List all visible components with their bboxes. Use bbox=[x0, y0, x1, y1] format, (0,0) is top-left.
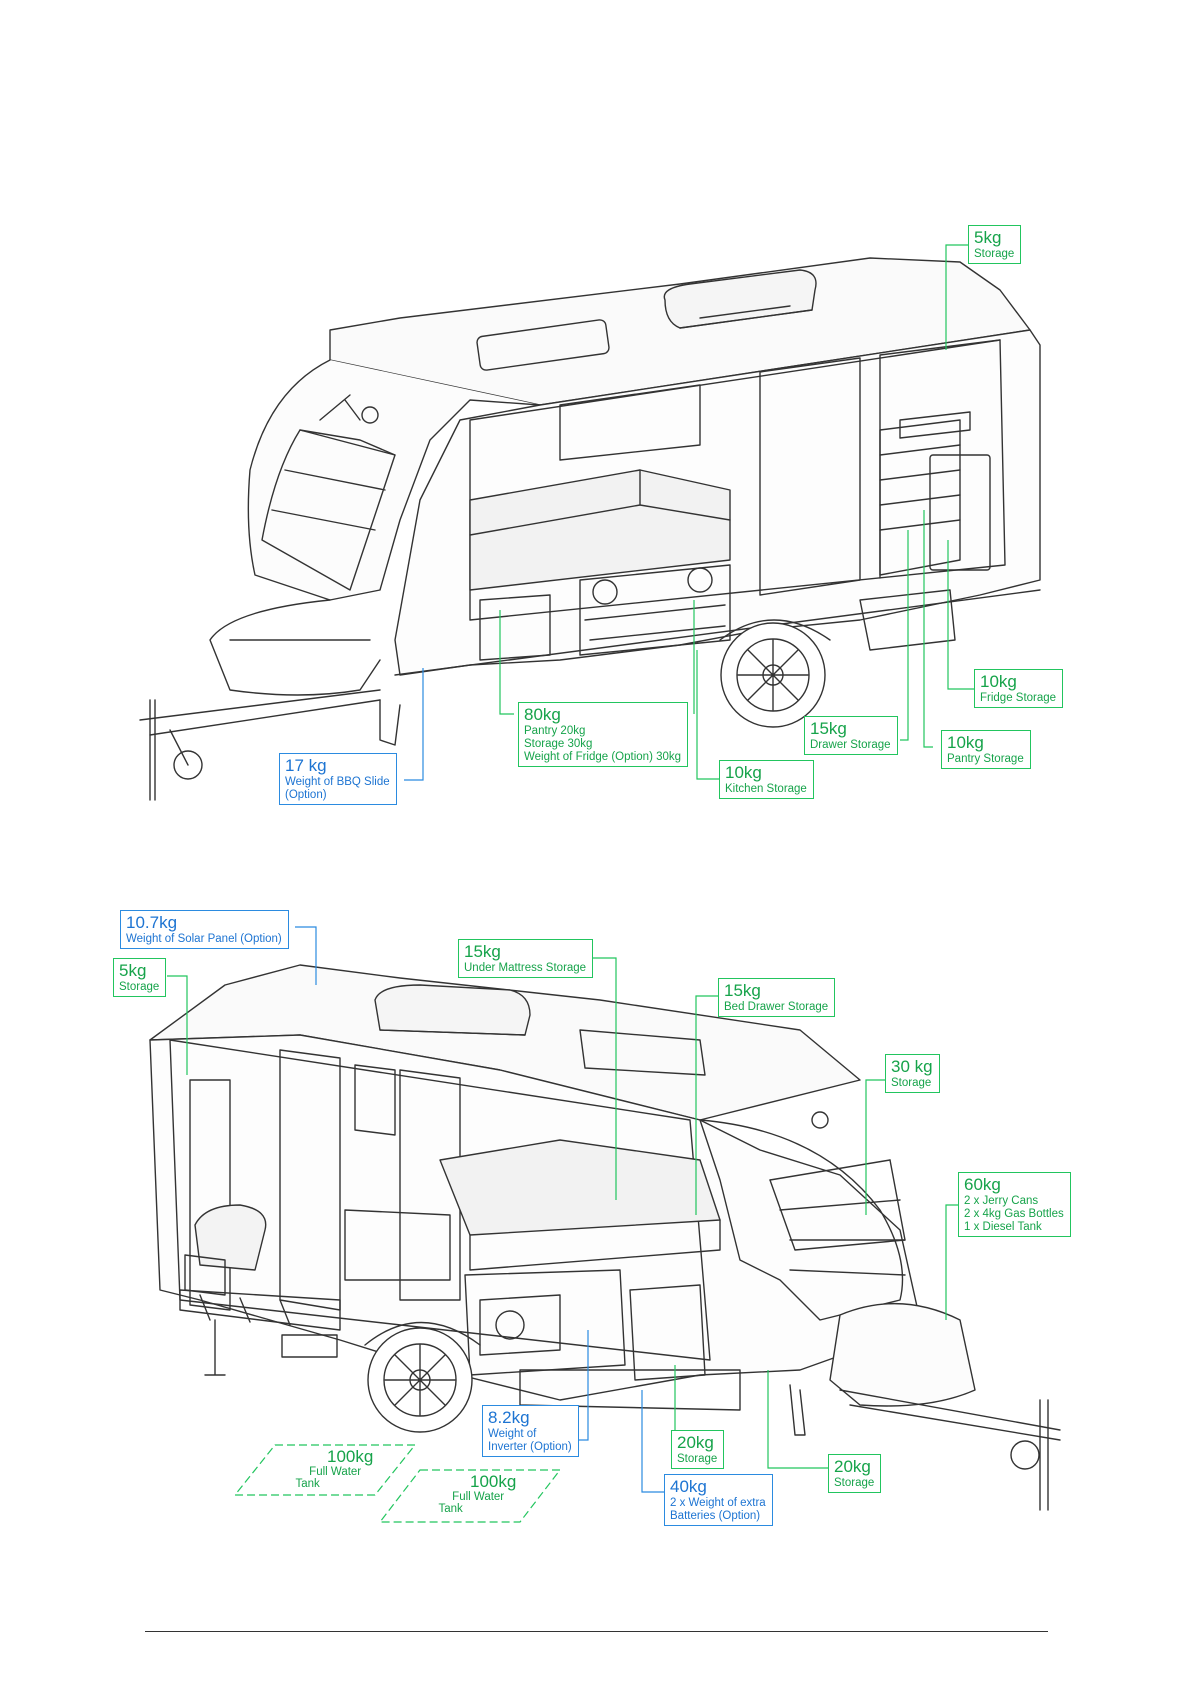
label-top-storage-5kg: 5kg Storage bbox=[968, 225, 1022, 264]
leader-bottom-under-mattress bbox=[591, 957, 617, 1200]
leader-top-bbq bbox=[404, 668, 424, 781]
label-weight: 10.7kg bbox=[126, 913, 178, 932]
label-weight: 10kg bbox=[725, 763, 762, 782]
label-top-pantry-combo: 80kg Pantry 20kg Storage 30kg Weight of … bbox=[518, 702, 689, 768]
tank-text: Full Water bbox=[452, 1490, 505, 1503]
label-weight: 60kg bbox=[964, 1175, 1001, 1194]
tank-weight: 100kg bbox=[327, 1447, 374, 1466]
tank-text: Tank bbox=[438, 1502, 463, 1515]
label-weight: 15kg bbox=[724, 981, 761, 1000]
tank-text: Full Water bbox=[309, 1465, 362, 1478]
label-weight: 5kg bbox=[974, 228, 1002, 247]
leader-bottom-batteries bbox=[641, 1390, 664, 1493]
label-text: Storage bbox=[891, 1076, 932, 1089]
label-weight: 10kg bbox=[947, 733, 984, 752]
label-bottom-bed-drawer: 15kg Bed Drawer Storage bbox=[718, 978, 836, 1017]
label-bottom-storage-5kg: 5kg Storage bbox=[113, 958, 167, 997]
label-text: Storage bbox=[677, 1452, 718, 1465]
label-weight: 20kg bbox=[677, 1433, 714, 1452]
label-text: Weight of bbox=[488, 1427, 537, 1440]
label-text: 2 x Weight of extra bbox=[670, 1496, 766, 1509]
label-text: Weight of Solar Panel (Option) bbox=[126, 932, 282, 945]
leader-top-drawer bbox=[900, 530, 909, 741]
label-text: 1 x Diesel Tank bbox=[964, 1220, 1042, 1233]
leader-top-kitchen bbox=[696, 650, 719, 780]
label-bottom-inverter: 8.2kg Weight of Inverter (Option) bbox=[482, 1405, 579, 1457]
label-bottom-storage-20kg-b: 20kg Storage bbox=[828, 1454, 882, 1493]
tank-text: Tank bbox=[295, 1477, 320, 1490]
label-bottom-solar-panel: 10.7kg Weight of Solar Panel (Option) bbox=[120, 910, 289, 949]
label-bottom-storage-30kg: 30 kg Storage bbox=[885, 1054, 940, 1093]
label-text: Pantry 20kg bbox=[524, 724, 586, 737]
label-weight: 30 kg bbox=[891, 1057, 933, 1076]
leader-bottom-storage-5kg bbox=[167, 975, 188, 1075]
footer-rule bbox=[145, 1631, 1048, 1632]
label-weight: 17 kg bbox=[285, 756, 327, 775]
label-text: Inverter (Option) bbox=[488, 1440, 572, 1453]
label-text: Bed Drawer Storage bbox=[724, 1000, 829, 1013]
label-top-fridge-storage: 10kg Fridge Storage bbox=[974, 669, 1064, 708]
label-bottom-batteries: 40kg 2 x Weight of extra Batteries (Opti… bbox=[664, 1474, 773, 1526]
water-tank-outlines bbox=[233, 1444, 562, 1523]
leader-bottom-bed-drawer bbox=[695, 995, 718, 1215]
label-weight: 10kg bbox=[980, 672, 1017, 691]
label-top-bbq-slide: 17 kg Weight of BBQ Slide (Option) bbox=[279, 753, 397, 805]
label-text: 2 x 4kg Gas Bottles bbox=[964, 1207, 1064, 1220]
label-text: Drawer Storage bbox=[810, 738, 891, 751]
label-text: Pantry Storage bbox=[947, 752, 1024, 765]
leader-top-pantry bbox=[923, 510, 933, 748]
label-text: Fridge Storage bbox=[980, 691, 1057, 704]
leader-bottom-20kg-b bbox=[767, 1370, 828, 1469]
label-weight: 15kg bbox=[810, 719, 847, 738]
leader-bottom-storage-30kg bbox=[865, 1079, 888, 1215]
label-text: Kitchen Storage bbox=[725, 782, 807, 795]
label-text: Weight of BBQ Slide bbox=[285, 775, 390, 788]
label-top-pantry-storage: 10kg Pantry Storage bbox=[941, 730, 1031, 769]
leader-top-fridge bbox=[947, 540, 974, 690]
water-tank-1-outline bbox=[233, 1444, 417, 1496]
label-weight: 5kg bbox=[119, 961, 147, 980]
tank-weight: 100kg bbox=[470, 1472, 517, 1491]
label-top-kitchen-storage: 10kg Kitchen Storage bbox=[719, 760, 814, 799]
label-weight: 20kg bbox=[834, 1457, 871, 1476]
leader-bottom-solar bbox=[295, 926, 317, 985]
label-text: (Option) bbox=[285, 788, 327, 801]
water-tank-2-label: 100kg Full Water Tank bbox=[415, 1472, 517, 1515]
leader-bottom-front-box bbox=[945, 1204, 960, 1320]
label-weight: 40kg bbox=[670, 1477, 707, 1496]
label-weight: 8.2kg bbox=[488, 1408, 530, 1427]
top-caravan-drawing bbox=[139, 257, 1041, 801]
water-tank-1-label: 100kg Full Water Tank bbox=[272, 1447, 374, 1490]
label-text: Storage bbox=[119, 980, 160, 993]
label-text: Weight of Fridge (Option) 30kg bbox=[524, 750, 682, 763]
label-weight: 80kg bbox=[524, 705, 561, 724]
label-text: Storage bbox=[834, 1476, 875, 1489]
water-tank-2-outline bbox=[378, 1469, 562, 1523]
leader-top-storage-5kg bbox=[945, 244, 968, 350]
bottom-caravan-drawing bbox=[149, 964, 1061, 1511]
label-text: Under Mattress Storage bbox=[464, 961, 587, 974]
label-weight: 15kg bbox=[464, 942, 501, 961]
label-text: 2 x Jerry Cans bbox=[964, 1194, 1039, 1207]
label-text: Batteries (Option) bbox=[670, 1509, 761, 1522]
label-text: Storage bbox=[974, 247, 1015, 260]
leader-lines bbox=[167, 244, 974, 1493]
label-text: Storage 30kg bbox=[524, 737, 593, 750]
label-bottom-under-mattress: 15kg Under Mattress Storage bbox=[458, 939, 594, 978]
label-bottom-storage-20kg-a: 20kg Storage bbox=[671, 1430, 725, 1469]
leader-top-pantry-combo bbox=[499, 610, 514, 715]
label-bottom-front-box: 60kg 2 x Jerry Cans 2 x 4kg Gas Bottles … bbox=[958, 1172, 1071, 1238]
label-top-drawer-storage: 15kg Drawer Storage bbox=[804, 716, 898, 755]
